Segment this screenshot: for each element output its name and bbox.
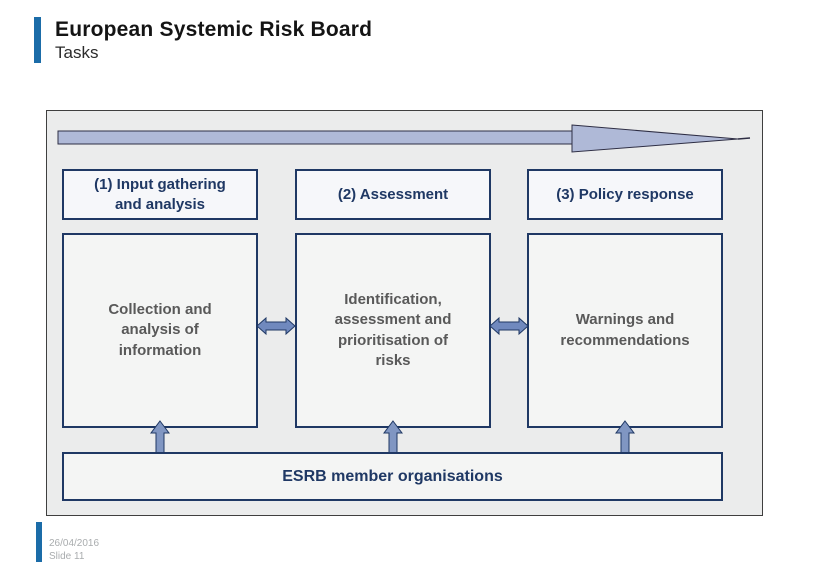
phase-header-3-label: (3) Policy response [556, 185, 694, 203]
esrb-members-box: ESRB member organisations [62, 452, 723, 501]
footer-date: 26/04/2016 [49, 538, 100, 549]
title-accent-bar [34, 17, 41, 63]
phase-body-3: Warnings and recommendations [527, 233, 723, 428]
double-headed-arrow-icon [489, 316, 529, 336]
phase-header-3: (3) Policy response [527, 169, 723, 220]
page-title: European Systemic Risk Board [55, 18, 373, 41]
up-arrow-icon [383, 420, 403, 456]
phase-body-2: Identification, assessment and prioritis… [295, 233, 491, 428]
phase-header-2: (2) Assessment [295, 169, 491, 220]
footer-accent-bar [36, 522, 42, 562]
phase-header-1: (1) Input gathering and analysis [62, 169, 258, 220]
phase-body-1: Collection and analysis of information [62, 233, 258, 428]
phase-header-2-label: (2) Assessment [337, 185, 449, 203]
phase-body-3-label: Warnings and recommendations [560, 311, 690, 349]
esrb-members-label: ESRB member organisations [282, 467, 503, 485]
up-arrow-icon [150, 420, 170, 456]
double-headed-arrow-icon [256, 316, 296, 336]
phase-body-1-label: Collection and analysis of information [108, 301, 212, 359]
footer-slide-number: Slide 11 [49, 551, 85, 562]
up-arrow-icon [615, 420, 635, 456]
diagram-container: (1) Input gathering and analysis (2) Ass… [46, 110, 763, 516]
timeline-arrow-icon [57, 124, 751, 153]
page-subtitle: Tasks [55, 43, 99, 62]
phase-body-2-label: Identification, assessment and prioritis… [334, 291, 452, 369]
phase-header-1-label: (1) Input gathering and analysis [94, 176, 226, 213]
